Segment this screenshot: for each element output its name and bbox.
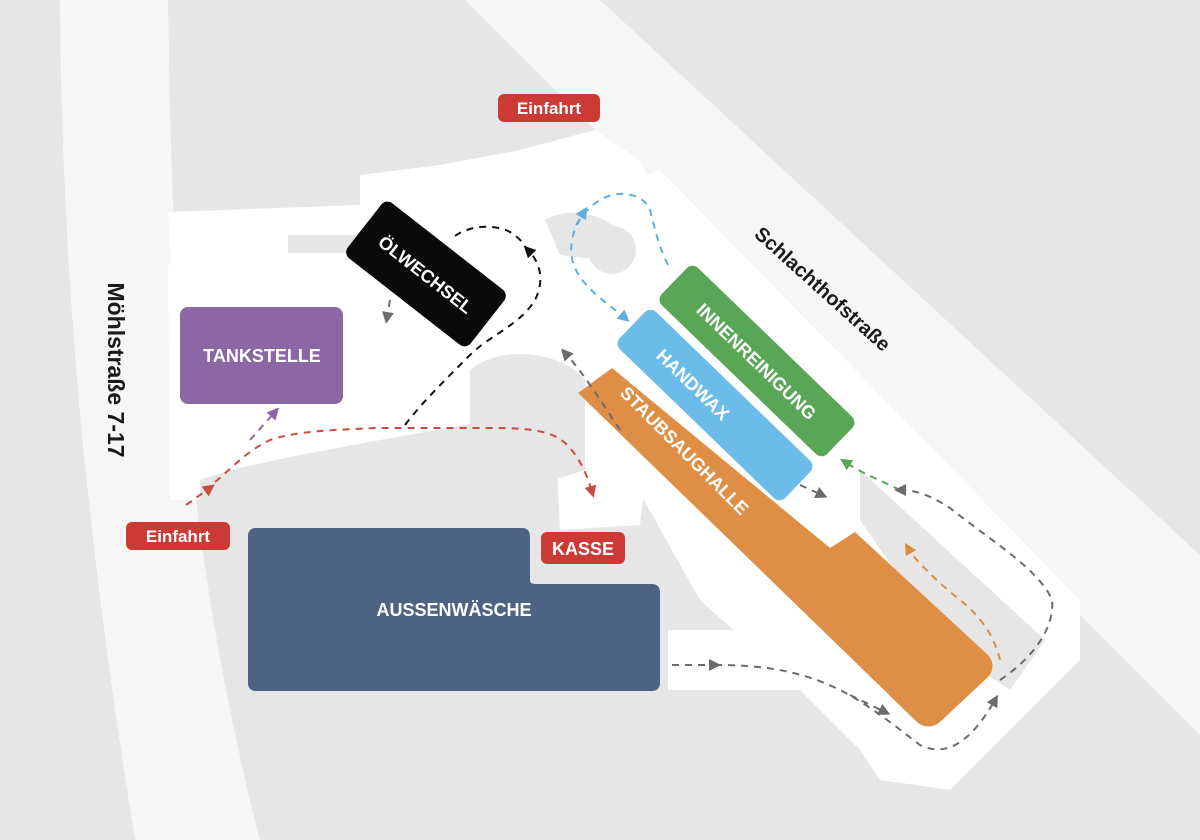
parking-lot-west (168, 130, 655, 530)
entrance-north-badge: Einfahrt (498, 94, 600, 122)
exit-lane (668, 630, 950, 790)
route-red-main (214, 427, 597, 498)
route-black-oil-exit (454, 225, 529, 253)
route-orange (904, 542, 1001, 661)
route-gray-east-loop (894, 484, 1054, 681)
roundabout-island (588, 226, 636, 274)
vacuum-hall-building (578, 368, 993, 727)
entrance-west-label: Einfahrt (146, 527, 211, 546)
street-moehlstrasse (60, 0, 260, 840)
route-red-entry (185, 484, 215, 506)
curb-block (288, 235, 358, 253)
cashier-badge: KASSE (541, 532, 625, 564)
route-gray-handwax-out (799, 484, 828, 498)
traffic-island (470, 353, 585, 478)
route-blue-roundabout (570, 192, 669, 322)
median-strip (860, 470, 1045, 690)
route-purple (249, 407, 279, 441)
route-gray-oil-out (382, 299, 394, 324)
island-south (470, 470, 545, 525)
entrance-north-label: Einfahrt (517, 99, 582, 118)
exterior-wash-label: AUSSENWÄSCHE (376, 600, 531, 620)
fuel-station-label: TANKSTELLE (203, 346, 321, 366)
street-label-moehlstrasse: Möhlstraße 7-17 (103, 282, 129, 457)
exterior-wash-building (248, 528, 660, 691)
cashier-label: KASSE (552, 539, 614, 559)
route-blue-return (575, 206, 588, 226)
entrance-west-badge: Einfahrt (126, 522, 230, 550)
fuel-station-building (180, 307, 343, 404)
route-gray-lane (849, 694, 891, 715)
